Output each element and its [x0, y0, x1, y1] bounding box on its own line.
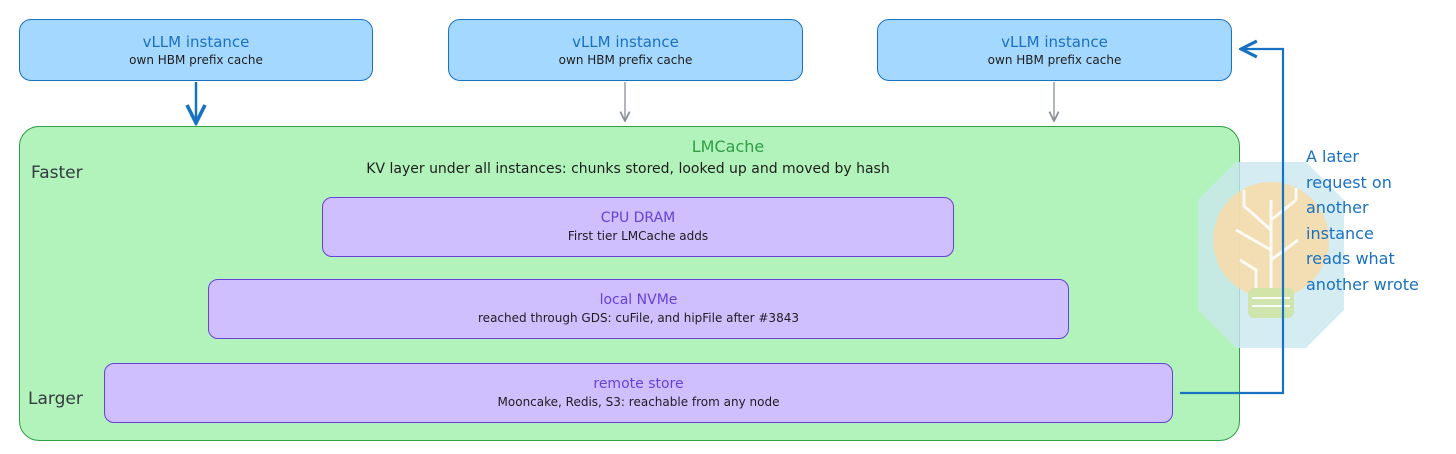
- instance-title: vLLM instance: [1001, 32, 1108, 51]
- faster-label: Faster: [31, 163, 83, 183]
- tier-title: remote store: [593, 376, 684, 392]
- lmcache-subtitle: KV layer under all instances: chunks sto…: [366, 161, 890, 177]
- vllm-instance-1: vLLM instance own HBM prefix cache: [19, 19, 373, 81]
- tier-subtitle: First tier LMCache adds: [567, 229, 709, 243]
- note-line: instance: [1306, 223, 1374, 243]
- instance-subtitle: own HBM prefix cache: [558, 52, 693, 67]
- tier-subtitle: reached through GDS: cuFile, and hipFile…: [478, 311, 799, 325]
- lightbulb-watermark-icon: [1198, 162, 1344, 348]
- instance-subtitle: own HBM prefix cache: [129, 52, 263, 67]
- later-request-note: A later request on another instance read…: [1306, 144, 1456, 297]
- instance-subtitle: own HBM prefix cache: [987, 52, 1122, 67]
- tier-remote-store: remote store Mooncake, Redis, S3: reacha…: [104, 363, 1173, 423]
- note-line: A later: [1306, 147, 1359, 166]
- note-line: another: [1306, 198, 1369, 217]
- tier-title: local NVMe: [599, 292, 678, 308]
- vllm-instance-3: vLLM instance own HBM prefix cache: [877, 19, 1232, 81]
- instance-title: vLLM instance: [572, 32, 679, 51]
- note-line: another wrote: [1306, 274, 1419, 294]
- larger-label: Larger: [28, 389, 83, 409]
- tier-subtitle: Mooncake, Redis, S3: reachable from any …: [497, 395, 780, 409]
- tier-title: CPU DRAM: [600, 210, 676, 226]
- vllm-instance-2: vLLM instance own HBM prefix cache: [448, 19, 803, 81]
- note-line: reads what: [1306, 249, 1395, 268]
- tier-cpu-dram: CPU DRAM First tier LMCache adds: [322, 197, 954, 257]
- note-line: request on: [1306, 172, 1392, 192]
- instance-title: vLLM instance: [142, 32, 250, 51]
- tier-local-nvme: local NVMe reached through GDS: cuFile, …: [208, 279, 1069, 339]
- lmcache-title: LMCache: [691, 137, 765, 156]
- arrow-remote-to-instance3: [1180, 49, 1285, 395]
